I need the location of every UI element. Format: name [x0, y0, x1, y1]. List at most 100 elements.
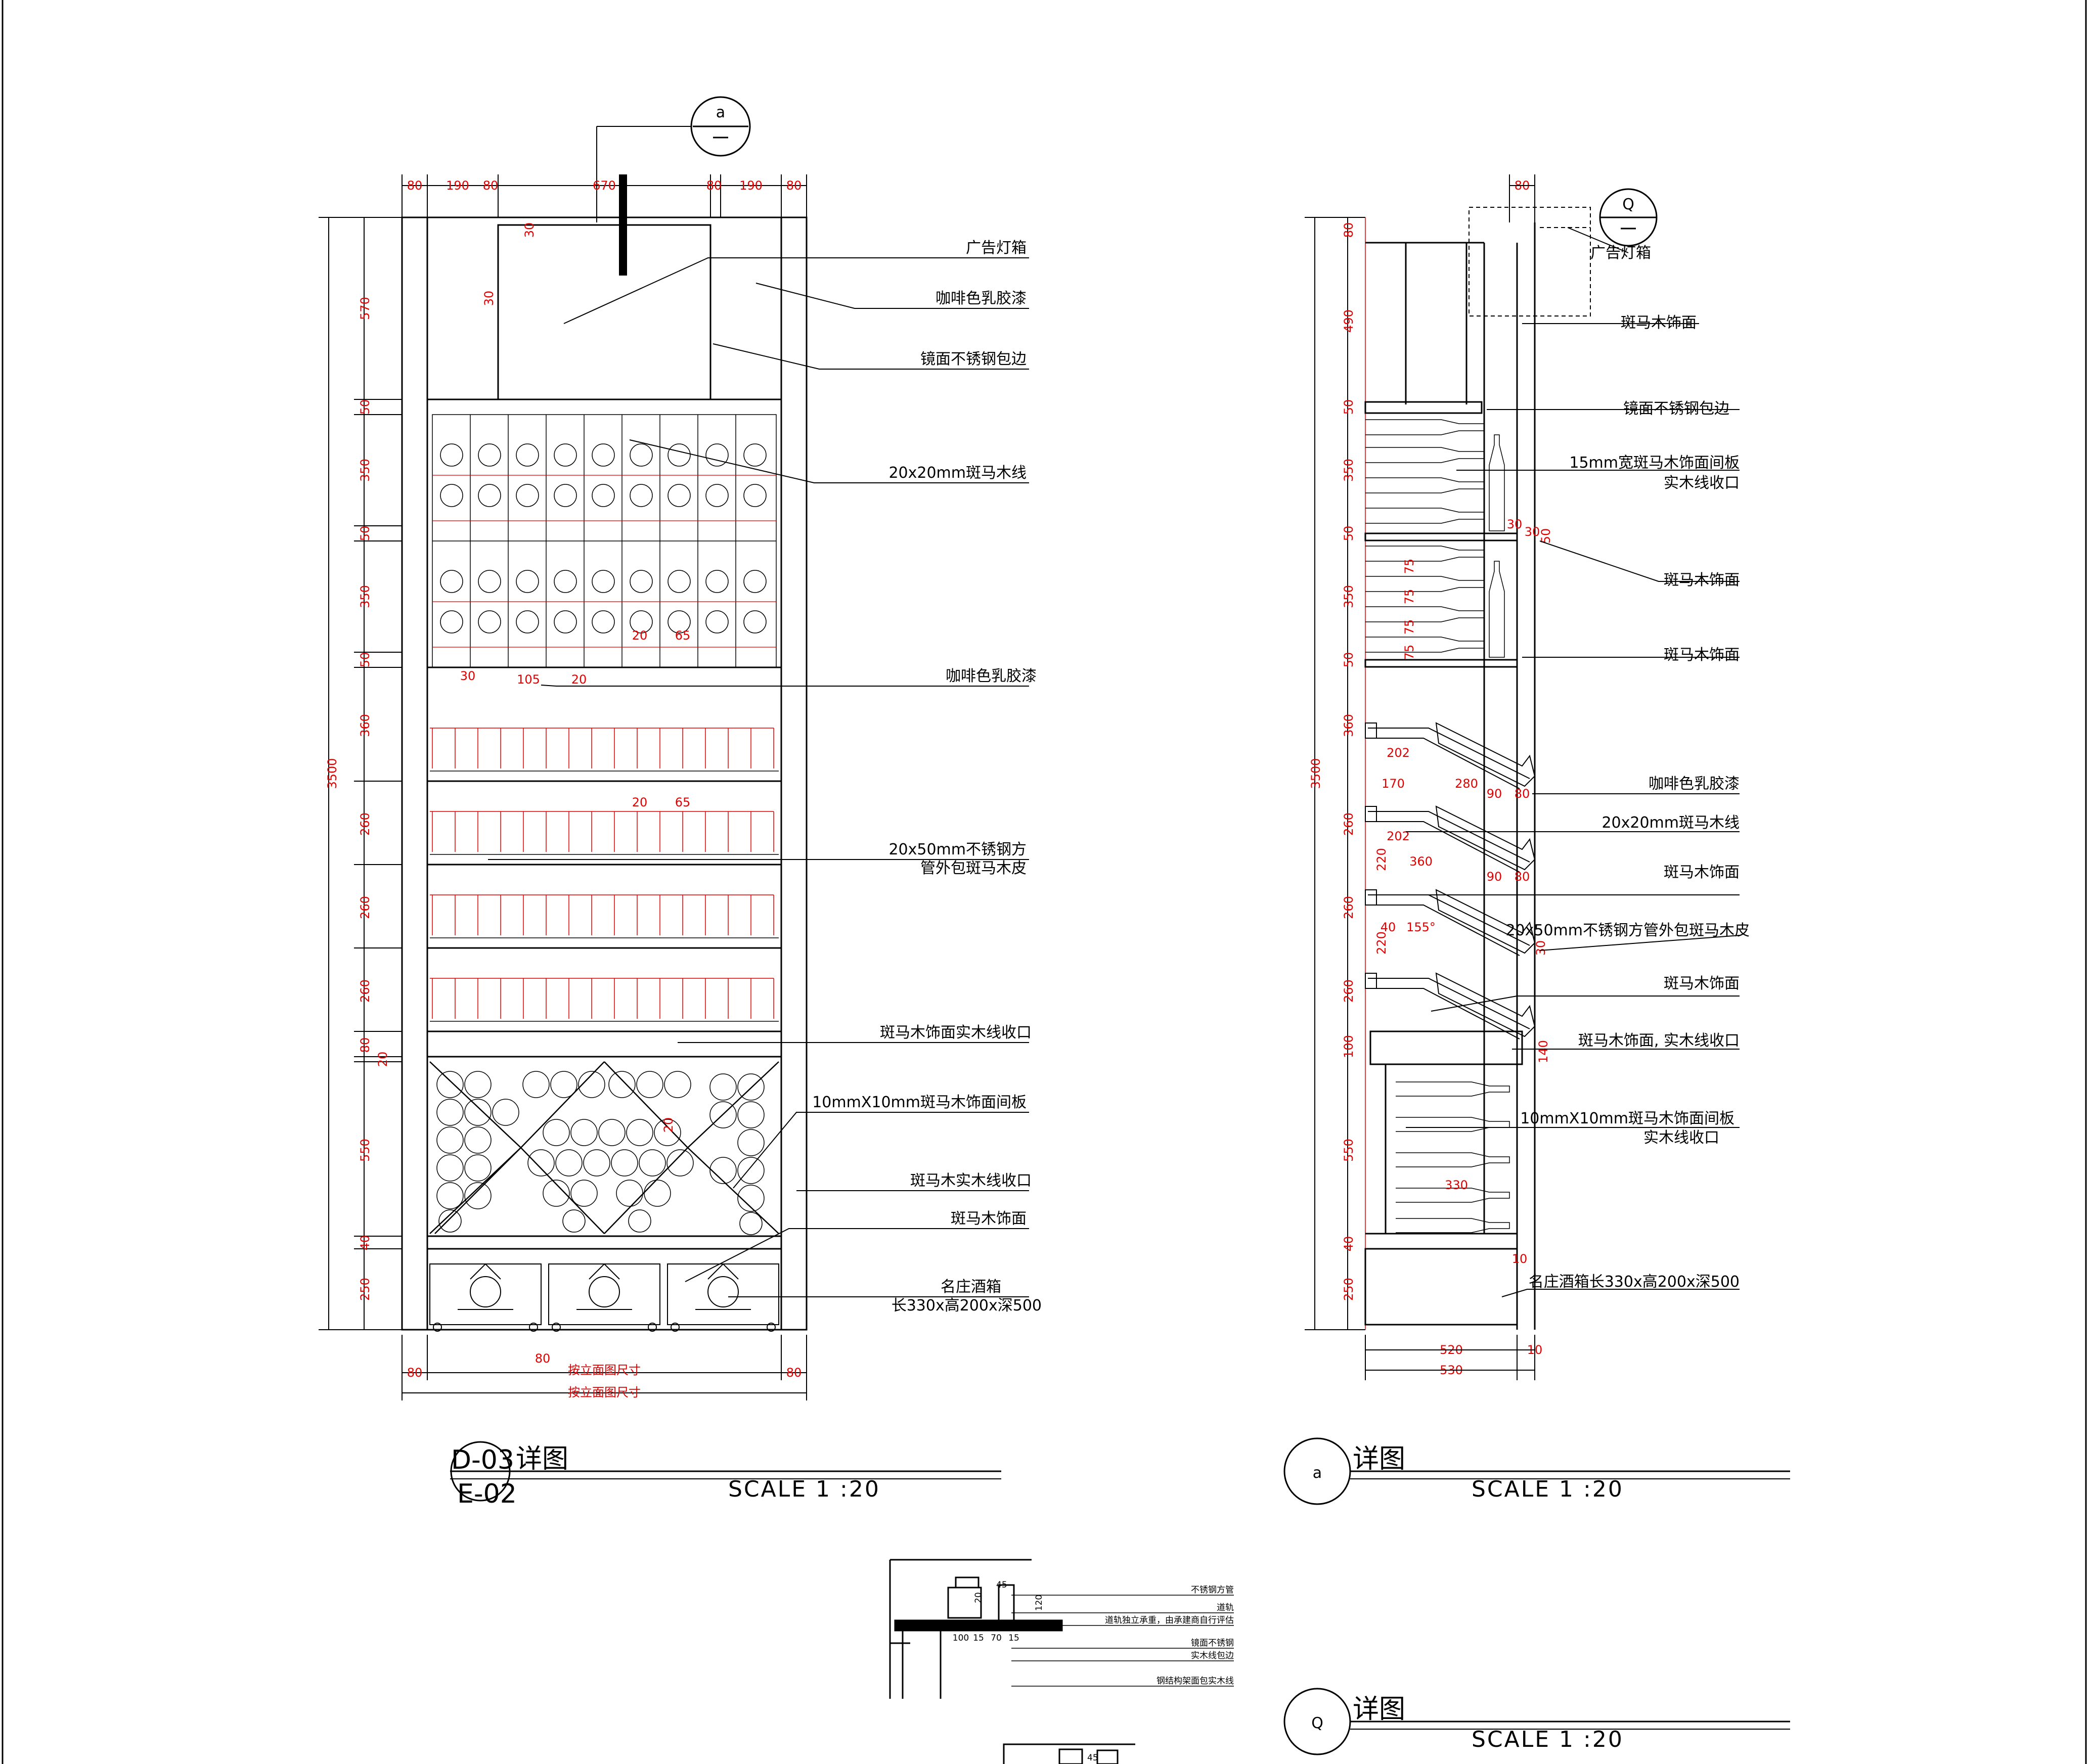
svg-text:75: 75 — [1402, 619, 1416, 635]
label-coffee-latex-paint-2: 咖啡色乳胶漆 — [946, 667, 1037, 685]
svg-text:80: 80 — [483, 178, 499, 193]
q-label-mirror-steel: 镜面不锈钢包边 — [1623, 400, 1729, 418]
svg-text:190: 190 — [739, 178, 763, 193]
title-block-a: D-03 E-02 详图 SCALE 1 :20 — [450, 1441, 1001, 1509]
label-zebra-wood-trim: 斑马木饰面实木线收口 — [880, 1024, 1032, 1042]
q-label-zebra-line: 20x20mm斑马木线 — [1601, 814, 1740, 832]
svg-text:30: 30 — [460, 669, 476, 683]
svg-text:D-03: D-03 — [451, 1445, 514, 1475]
q-left-dimension-values: 80 490 50 350 50 350 50 360 260 260 260 … — [1342, 222, 1356, 1301]
svg-text:350: 350 — [1342, 585, 1356, 608]
svg-text:550: 550 — [1342, 1139, 1356, 1162]
label-zebra-wood-solid-trim: 斑马木实木线收口 — [910, 1172, 1032, 1190]
svg-text:80: 80 — [1515, 870, 1530, 884]
svg-text:45: 45 — [1087, 1753, 1098, 1763]
svg-text:10: 10 — [1512, 1252, 1528, 1266]
q-label-zebra-wood-3: 斑马木饰面 — [1664, 646, 1740, 664]
svg-text:360: 360 — [1342, 714, 1356, 737]
svg-text:80: 80 — [358, 1037, 372, 1053]
diamond-lattice — [429, 1061, 779, 1234]
left-dimension-values: 570 50 350 50 350 50 360 260 260 260 80 … — [358, 297, 390, 1301]
label-wine-box-size: 长330x高200x深500 — [892, 1297, 1042, 1315]
q-label-zebra-wood-4: 斑马木饰面 — [1664, 864, 1740, 881]
svg-text:50: 50 — [1342, 652, 1356, 668]
detail-labels: 不锈钢方管 道轨 道轨独立承重，由承建商自行评估 镜面不锈钢 实木线包边 钢结构… — [1105, 1585, 1234, 1686]
svg-text:3500: 3500 — [1309, 758, 1323, 789]
detail-section: 45 120 100 15 70 15 20 不锈钢方管 道轨 道轨独立承重，由… — [889, 1559, 1234, 1699]
q-label-divider-2: 10mmX10mm斑马木饰面间板 — [1520, 1110, 1734, 1127]
q-label-trim: 实木线收口 — [1664, 474, 1740, 492]
leaders-a — [488, 257, 1029, 1297]
svg-text:30: 30 — [1525, 525, 1540, 539]
svg-text:202: 202 — [1387, 746, 1410, 760]
svg-text:75: 75 — [1402, 589, 1416, 605]
svg-text:50: 50 — [358, 399, 372, 415]
svg-text:75: 75 — [1402, 645, 1416, 660]
svg-text:30: 30 — [1507, 517, 1523, 531]
svg-text:75: 75 — [1402, 559, 1416, 574]
svg-text:按立面图尺寸: 按立面图尺寸 — [568, 1385, 641, 1399]
svg-text:50: 50 — [1342, 399, 1356, 415]
svg-text:70: 70 — [991, 1633, 1002, 1643]
q-label-divider: 15mm宽斑马木饰面间板 — [1569, 454, 1740, 472]
svg-text:不锈钢方管: 不锈钢方管 — [1191, 1585, 1234, 1595]
svg-text:20: 20 — [661, 1117, 676, 1133]
section-q: Q 80 3500 80 490 50 350 50 350 50 360 26… — [1283, 174, 1790, 1505]
svg-text:30: 30 — [522, 222, 537, 238]
svg-text:20: 20 — [632, 795, 648, 809]
svg-text:360: 360 — [358, 714, 372, 737]
svg-text:220: 220 — [1374, 931, 1389, 955]
svg-text:道轨独立承重，由承建商自行评估: 道轨独立承重，由承建商自行评估 — [1105, 1615, 1234, 1625]
svg-text:镜面不锈钢: 镜面不锈钢 — [1191, 1638, 1234, 1648]
q-bottles-lower — [1396, 1081, 1510, 1233]
label-mirror-steel-edge: 镜面不锈钢包边 — [920, 350, 1027, 368]
svg-text:550: 550 — [358, 1139, 372, 1162]
svg-text:260: 260 — [1342, 979, 1356, 1003]
q-label-zebra-wood-2: 斑马木饰面 — [1664, 571, 1740, 589]
q-label-coffee-paint: 咖啡色乳胶漆 — [1649, 775, 1740, 793]
q-bottles-upper — [1365, 419, 1505, 658]
bottle-rack-upper-red — [432, 475, 776, 648]
svg-text:40: 40 — [358, 1235, 372, 1251]
svg-text:80: 80 — [786, 178, 802, 193]
q-left-dimension-chain — [1305, 217, 1365, 1330]
svg-text:670: 670 — [593, 178, 616, 193]
svg-text:40: 40 — [1381, 920, 1396, 934]
svg-text:80: 80 — [535, 1351, 551, 1366]
svg-text:250: 250 — [1342, 1278, 1356, 1301]
svg-text:50: 50 — [358, 652, 372, 668]
section-bubble-q: Q — [1599, 188, 1658, 247]
section-bubble-a: a — [596, 96, 751, 222]
svg-text:260: 260 — [358, 812, 372, 836]
svg-text:20: 20 — [632, 628, 648, 643]
svg-text:20: 20 — [376, 1052, 390, 1067]
detail-dims: 45 120 100 15 70 15 20 — [953, 1580, 1044, 1643]
svg-text:80: 80 — [1515, 787, 1530, 801]
label-steel-tube-1: 20x50mm不锈钢方 — [888, 841, 1027, 858]
svg-text:按立面图尺寸: 按立面图尺寸 — [568, 1363, 641, 1377]
q-label-zebra-wood-5: 斑马木饰面 — [1664, 975, 1740, 992]
left-dimension-chain — [319, 217, 402, 1330]
label-steel-tube-2: 管外包斑马木皮 — [920, 860, 1027, 877]
q-label-lightbox: 广告灯箱 — [1590, 244, 1651, 262]
svg-text:260: 260 — [358, 979, 372, 1003]
svg-text:90: 90 — [1487, 870, 1502, 884]
svg-text:190: 190 — [446, 178, 469, 193]
svg-text:45: 45 — [996, 1580, 1007, 1590]
svg-text:SCALE 1 :20: SCALE 1 :20 — [1472, 1476, 1624, 1502]
title-block-q2: Q 详图 SCALE 1 :20 — [1283, 1688, 1790, 1755]
q-labels: 广告灯箱 斑马木饰面 镜面不锈钢包边 15mm宽斑马木饰面间板 实木线收口 斑马… — [1505, 244, 1750, 1291]
svg-text:140: 140 — [1536, 1040, 1550, 1063]
svg-text:详图: 详图 — [516, 1444, 568, 1474]
label-coffee-latex-paint: 咖啡色乳胶漆 — [936, 290, 1027, 307]
svg-text:80: 80 — [786, 1366, 802, 1380]
q-label-wine-box: 名庄酒箱长330x高200x深500 — [1529, 1273, 1740, 1291]
svg-text:a: a — [716, 104, 725, 121]
shelf-boxes — [430, 728, 774, 1019]
inner-dimensions: 30 30 30 105 20 20 65 20 65 20 — [460, 222, 691, 1133]
svg-text:260: 260 — [1342, 812, 1356, 836]
label-lightbox: 广告灯箱 — [966, 239, 1027, 257]
svg-text:实木线包边: 实木线包边 — [1191, 1651, 1234, 1661]
svg-text:E-02: E-02 — [457, 1479, 517, 1509]
